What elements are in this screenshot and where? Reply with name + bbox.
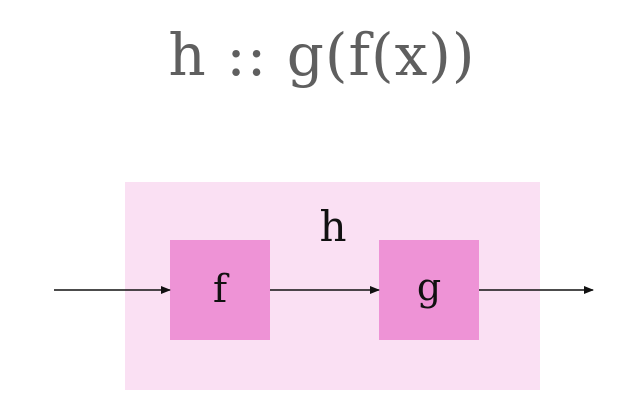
box-g [379, 240, 479, 340]
box-f-label: f [213, 267, 230, 311]
box-f [170, 240, 270, 340]
box-g-label: g [417, 265, 441, 309]
outer-box-label: h [319, 202, 346, 251]
composition-title: h :: g(f(x)) [168, 21, 476, 89]
